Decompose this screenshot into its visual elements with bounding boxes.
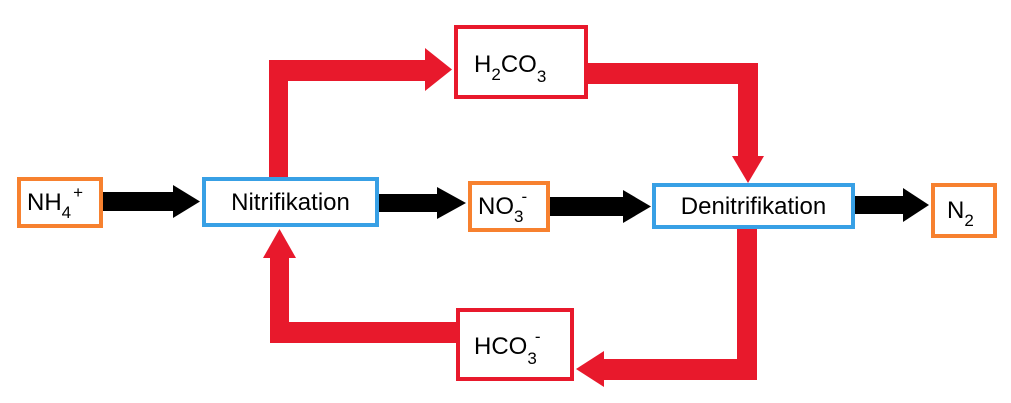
svg-text:Nitrifikation: Nitrifikation bbox=[231, 189, 350, 216]
svg-text:H2CO3: H2CO3 bbox=[474, 51, 546, 86]
node-nitrifikation: Nitrifikation bbox=[202, 177, 379, 227]
arrow-nh4-to-nitrifikation bbox=[103, 185, 200, 218]
svg-text:Denitrifikation: Denitrifikation bbox=[681, 193, 826, 220]
arrow-no3-to-denitrifikation bbox=[550, 190, 651, 223]
arrow-hco3-to-nitrifikation bbox=[263, 229, 456, 343]
arrow-h2co3-to-denitrifikation bbox=[588, 63, 764, 183]
arrow-nitrifikation-to-no3 bbox=[379, 187, 466, 219]
node-nh4: NH4+ bbox=[17, 177, 103, 228]
node-n2: N2 bbox=[931, 183, 997, 238]
svg-text:NO3-: NO3- bbox=[478, 187, 527, 226]
svg-text:HCO3-: HCO3- bbox=[474, 327, 540, 368]
arrow-denitrifikation-to-hco3 bbox=[576, 229, 757, 387]
arrow-nitrifikation-to-h2co3 bbox=[269, 48, 452, 177]
node-no3: NO3- bbox=[468, 181, 550, 232]
node-denitrifikation: Denitrifikation bbox=[652, 183, 855, 229]
node-hco3: HCO3- bbox=[456, 308, 574, 381]
arrow-denitrifikation-to-n2 bbox=[855, 188, 929, 222]
svg-text:NH4+: NH4+ bbox=[27, 183, 83, 222]
node-h2co3: H2CO3 bbox=[454, 25, 588, 99]
svg-text:N2: N2 bbox=[947, 197, 974, 230]
